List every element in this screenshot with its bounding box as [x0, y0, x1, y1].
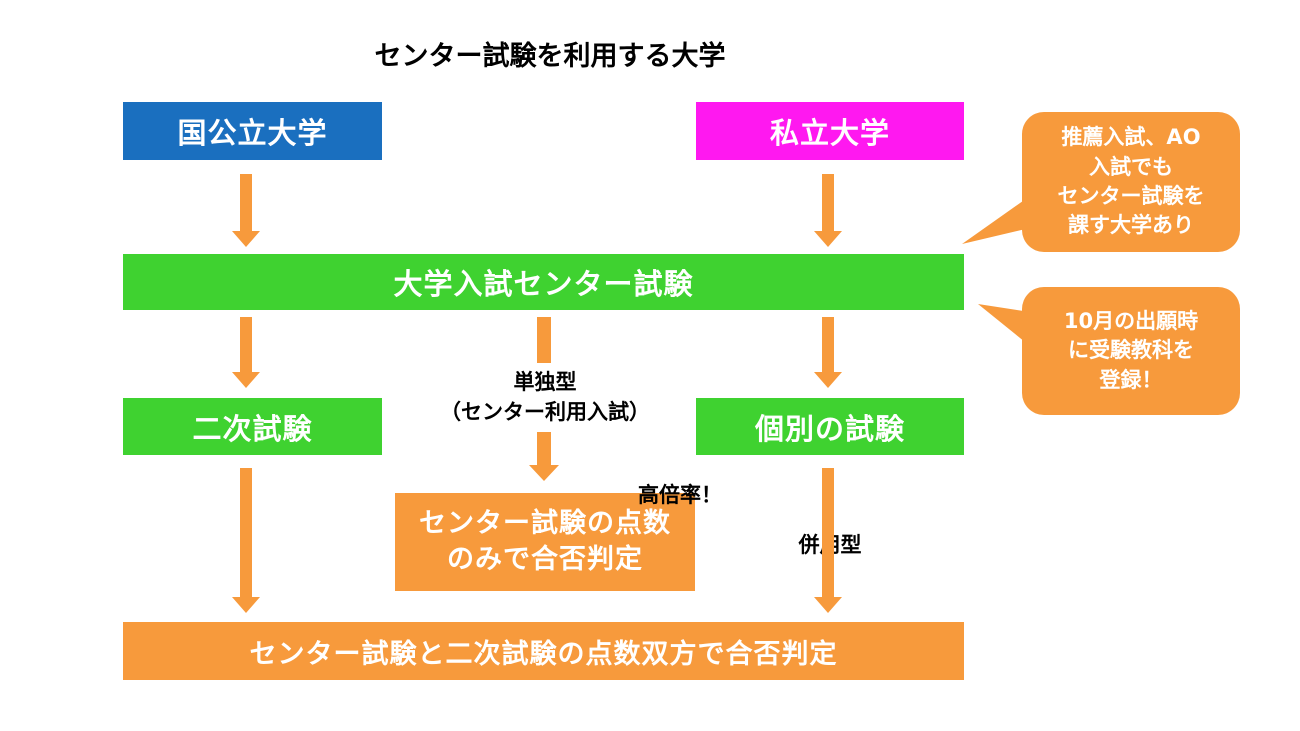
center-exam-box: 大学入試センター試験 [123, 254, 964, 310]
single-type-label: 単独型 （センター利用入試） [405, 367, 685, 428]
arrow-individual-to-combined [814, 468, 842, 613]
recommendation-callout: 推薦入試、AO 入試でも センター試験を 課す大学あり [1022, 112, 1240, 252]
private-university-box: 私立大学 [696, 102, 964, 160]
single-type-line-1: 単独型 [513, 370, 577, 394]
arrow-center-to-secondary [232, 317, 260, 388]
registration-line-1: 10月の出願時 [1063, 308, 1199, 333]
secondary-exam-box: 二次試験 [123, 398, 382, 455]
arrow-center-to-individual [814, 317, 842, 388]
arrow-private-to-center [814, 174, 842, 247]
recommendation-callout-tail [962, 196, 1030, 244]
recommendation-line-1: 推薦入試、AO [1061, 125, 1201, 150]
diagram-title: センター試験を利用する大学 [374, 41, 726, 72]
individual-exam-box: 個別の試験 [696, 398, 964, 455]
recommendation-line-4: 課す大学あり [1068, 213, 1194, 238]
center-only-line-1: センター試験の点数 [419, 507, 671, 539]
center-only-judgment-box: センター試験の点数 のみで合否判定 [395, 493, 695, 591]
arrow-secondary-to-combined [232, 468, 260, 613]
recommendation-line-3: センター試験を [1057, 184, 1205, 208]
single-type-line-2: （センター利用入試） [440, 400, 650, 425]
center-only-line-2: のみで合否判定 [447, 544, 643, 575]
national-university-box: 国公立大学 [123, 102, 382, 160]
arrow-center-to-center-only [529, 317, 559, 481]
registration-callout-tail [978, 304, 1030, 346]
registration-callout: 10月の出願時 に受験教科を 登録！ [1022, 287, 1240, 415]
registration-line-2: に受験教科を [1068, 338, 1194, 363]
recommendation-line-2: 入試でも [1089, 154, 1173, 179]
registration-line-3: 登録！ [1099, 367, 1163, 392]
combined-judgment-box: センター試験と二次試験の点数双方で合否判定 [123, 622, 964, 680]
arrow-national-to-center [232, 174, 260, 247]
high-ratio-label: 高倍率！ [638, 483, 722, 507]
